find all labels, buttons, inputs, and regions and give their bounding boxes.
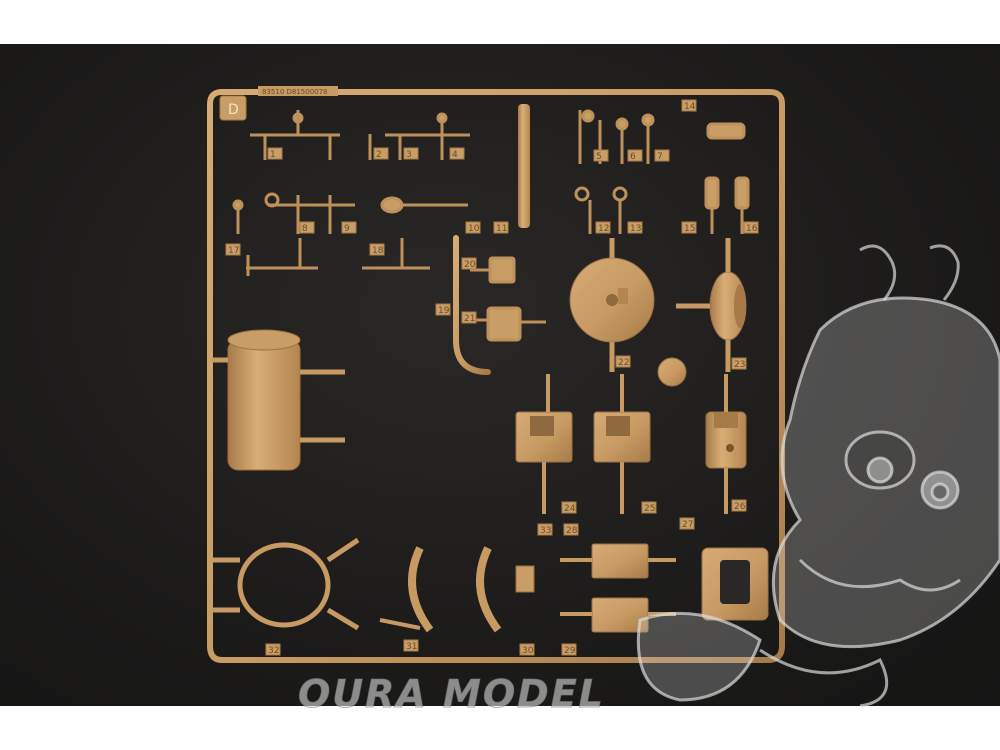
part-number-tab [341,221,357,234]
drum-part [676,238,747,372]
part-number-tab [465,221,481,234]
part-number-label: 3 [406,150,412,160]
part-number-label: 18 [372,246,384,256]
part-number-tab [681,221,697,234]
part-number-tab [265,643,281,656]
ring-part [212,537,360,631]
part-number-tab [403,147,419,160]
part-number-label: 29 [564,646,576,656]
part-number-label: 31 [406,642,417,652]
part-number-tab [369,243,385,256]
part-number-label: 19 [438,306,450,316]
part-number-tab [731,499,747,512]
sprue-code-text: 83510 D81500078 [262,88,328,96]
part-number-tab [627,149,643,162]
part-number-tab [731,357,747,370]
part-number-tab [654,149,670,162]
part-number-label: 20 [464,260,476,270]
part-number-label: 14 [684,102,696,112]
part-number-label: 26 [734,502,746,512]
part-number-label: 28 [566,526,578,536]
dome-part [657,357,687,387]
part-number-tab [681,99,697,112]
part-number-tab [403,639,419,652]
part-number-label: 21 [464,314,475,324]
part-number-label: 5 [596,152,602,162]
small-block-part [515,565,535,593]
part-number-tab [679,517,695,530]
part-number-label: 2 [376,150,382,160]
sprue-letter-tab: D [219,95,247,121]
part-number-label: 8 [302,224,308,234]
cylinder-part [212,329,345,471]
frame-part [701,547,769,621]
part-number-label: 25 [644,504,655,514]
part-number-tab [449,147,465,160]
part-number-label: 27 [682,520,693,530]
part-number-label: 6 [630,152,636,162]
part-number-tab [267,147,283,160]
part-number-tab [615,355,631,368]
part-number-label: 4 [452,150,458,160]
part-number-tab [461,257,477,270]
part-number-tab [373,147,389,160]
dragon-mascot-icon [636,244,1000,708]
part-number-label: 1 [270,150,276,160]
part-number-label: 30 [522,646,534,656]
part-number-label: 33 [540,526,551,536]
part-number-label: 12 [598,224,609,234]
part-number-label: 7 [657,152,663,162]
part-number-label: 32 [268,646,279,656]
part-number-tab [641,501,657,514]
sprue-letter: D [228,102,239,118]
crescent-parts [379,546,502,633]
part-number-label: 23 [734,360,745,370]
part-number-tab [593,149,609,162]
part-number-label: 22 [618,358,629,368]
part-number-tab [299,221,315,234]
part-number-label: 15 [684,224,695,234]
part-number-tab [561,643,577,656]
sprue-code-label: 83510 D81500078 [258,86,338,96]
part-number-tab [627,221,643,234]
part-number-tab [595,221,611,234]
part-number-tab [537,523,553,536]
part-number-label: 13 [630,224,641,234]
part-number-tab [493,221,509,234]
part-number-label: 11 [496,224,507,234]
watermark-text: OURA MODEL [298,672,605,717]
part-number-label: 24 [564,504,576,514]
part-number-tab [519,643,535,656]
part-number-label: 9 [344,224,350,234]
part-number-label: 10 [468,224,480,234]
part-number-tab [461,311,477,324]
small-parts [232,104,750,342]
box-parts [515,374,651,514]
part-number-tab [563,523,579,536]
part-number-tab [743,221,759,234]
part-number-label: 16 [746,224,758,234]
disc-part [569,238,655,372]
part-number-tab [225,243,241,256]
part-number-tab [435,303,451,316]
housing-part [705,374,747,514]
part-number-tab [561,501,577,514]
part-number-label: 17 [228,246,239,256]
